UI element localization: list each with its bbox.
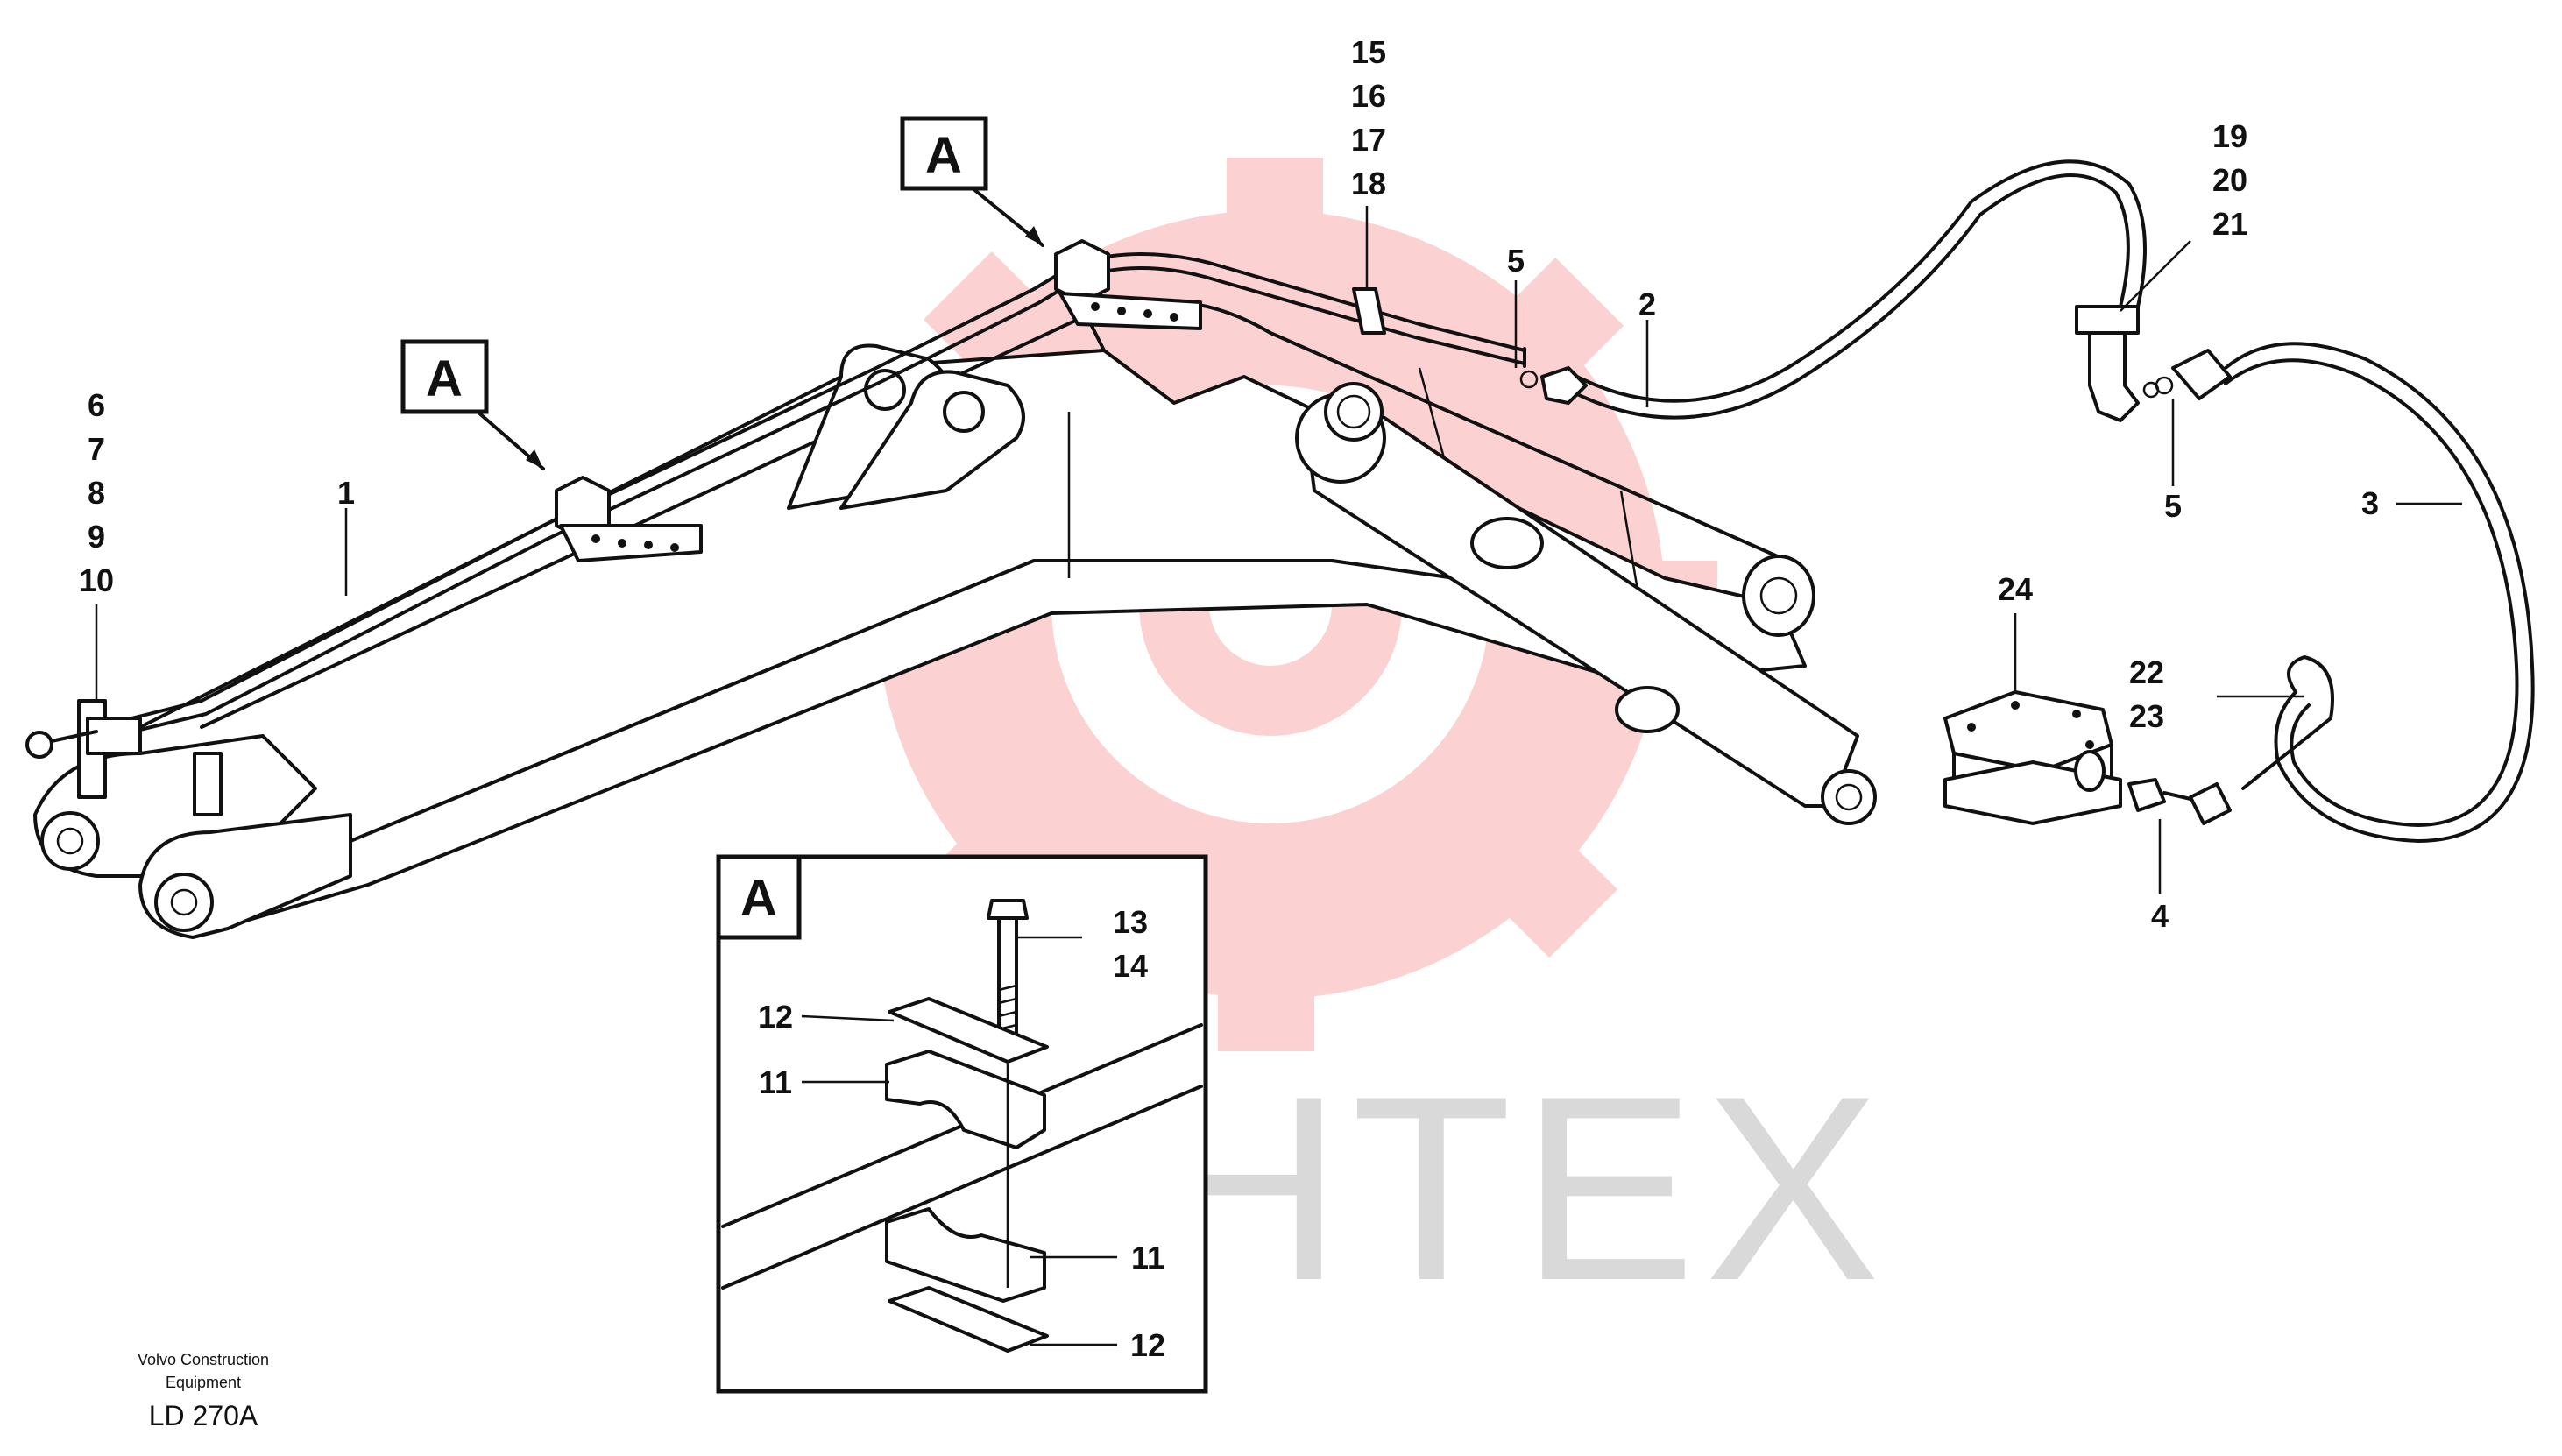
hose-3 — [2155, 342, 2535, 843]
svg-text:8: 8 — [88, 475, 105, 511]
svg-text:19: 19 — [2212, 118, 2247, 154]
callout-2: 2 — [1638, 286, 1656, 322]
credit-line-2: Equipment — [166, 1374, 241, 1391]
svg-text:18: 18 — [1351, 166, 1386, 201]
pipe-1 — [95, 252, 1526, 742]
component-24 — [1943, 690, 2192, 825]
callout-22-23: 22 23 — [2129, 654, 2164, 734]
svg-text:22: 22 — [2129, 654, 2164, 690]
elbow-fitting — [2075, 305, 2160, 422]
callout-4: 4 — [2151, 898, 2169, 934]
svg-text:3: 3 — [2361, 485, 2379, 521]
section-marker-a-front: A — [900, 116, 1044, 247]
section-marker-a-rear: A — [400, 339, 545, 470]
callout-1: 1 — [337, 475, 355, 511]
callout-6-10: 6 7 8 9 10 — [79, 387, 114, 598]
leader-lines — [95, 206, 2462, 894]
svg-text:23: 23 — [2129, 698, 2164, 734]
hose-2 — [1352, 159, 2147, 420]
svg-text:16: 16 — [1351, 78, 1386, 114]
clamp-a-rear — [555, 476, 703, 562]
detail-view-a: A 13 14 12 11 11 12 — [716, 854, 1208, 1394]
svg-text:21: 21 — [2212, 206, 2247, 242]
detail-callout-12-bottom: 12 — [1130, 1327, 1165, 1363]
svg-text:2: 2 — [1638, 286, 1656, 322]
callout-5-upper: 5 — [1507, 243, 1525, 279]
detail-callout-13: 13 — [1113, 904, 1148, 940]
svg-text:4: 4 — [2151, 898, 2169, 934]
callout-5-lower: 5 — [2164, 488, 2182, 524]
svg-text:5: 5 — [1507, 243, 1525, 279]
svg-text:5: 5 — [2164, 488, 2182, 524]
callout-3: 3 — [2361, 485, 2379, 521]
detail-callout-11-bottom: 11 — [1131, 1240, 1164, 1276]
drawing-code: LD 270A — [149, 1400, 258, 1431]
callout-19-21: 19 20 21 — [2212, 118, 2247, 242]
svg-text:6: 6 — [88, 387, 105, 423]
callout-24: 24 — [1998, 571, 2033, 607]
svg-text:20: 20 — [2212, 162, 2247, 198]
svg-text:24: 24 — [1998, 571, 2033, 607]
svg-text:A: A — [925, 127, 962, 184]
detail-callout-12-top: 12 — [758, 999, 793, 1035]
detail-callout-11-top: 11 — [759, 1064, 792, 1100]
svg-text:A: A — [740, 870, 777, 927]
svg-text:1: 1 — [337, 475, 355, 511]
svg-text:9: 9 — [88, 519, 105, 555]
svg-text:10: 10 — [79, 562, 114, 598]
svg-text:17: 17 — [1351, 122, 1386, 158]
svg-text:A: A — [426, 350, 463, 407]
callout-15-18: 15 16 17 18 — [1351, 34, 1386, 201]
rear-clamp-bolt — [25, 699, 142, 799]
svg-text:7: 7 — [88, 431, 105, 467]
svg-text:15: 15 — [1351, 34, 1386, 70]
boom-arm — [33, 300, 1877, 939]
clamp-a-front — [1054, 239, 1202, 330]
credit-block: Volvo Construction Equipment LD 270A — [138, 1351, 269, 1431]
detail-callout-14: 14 — [1113, 948, 1148, 984]
credit-line-1: Volvo Construction — [138, 1351, 269, 1368]
